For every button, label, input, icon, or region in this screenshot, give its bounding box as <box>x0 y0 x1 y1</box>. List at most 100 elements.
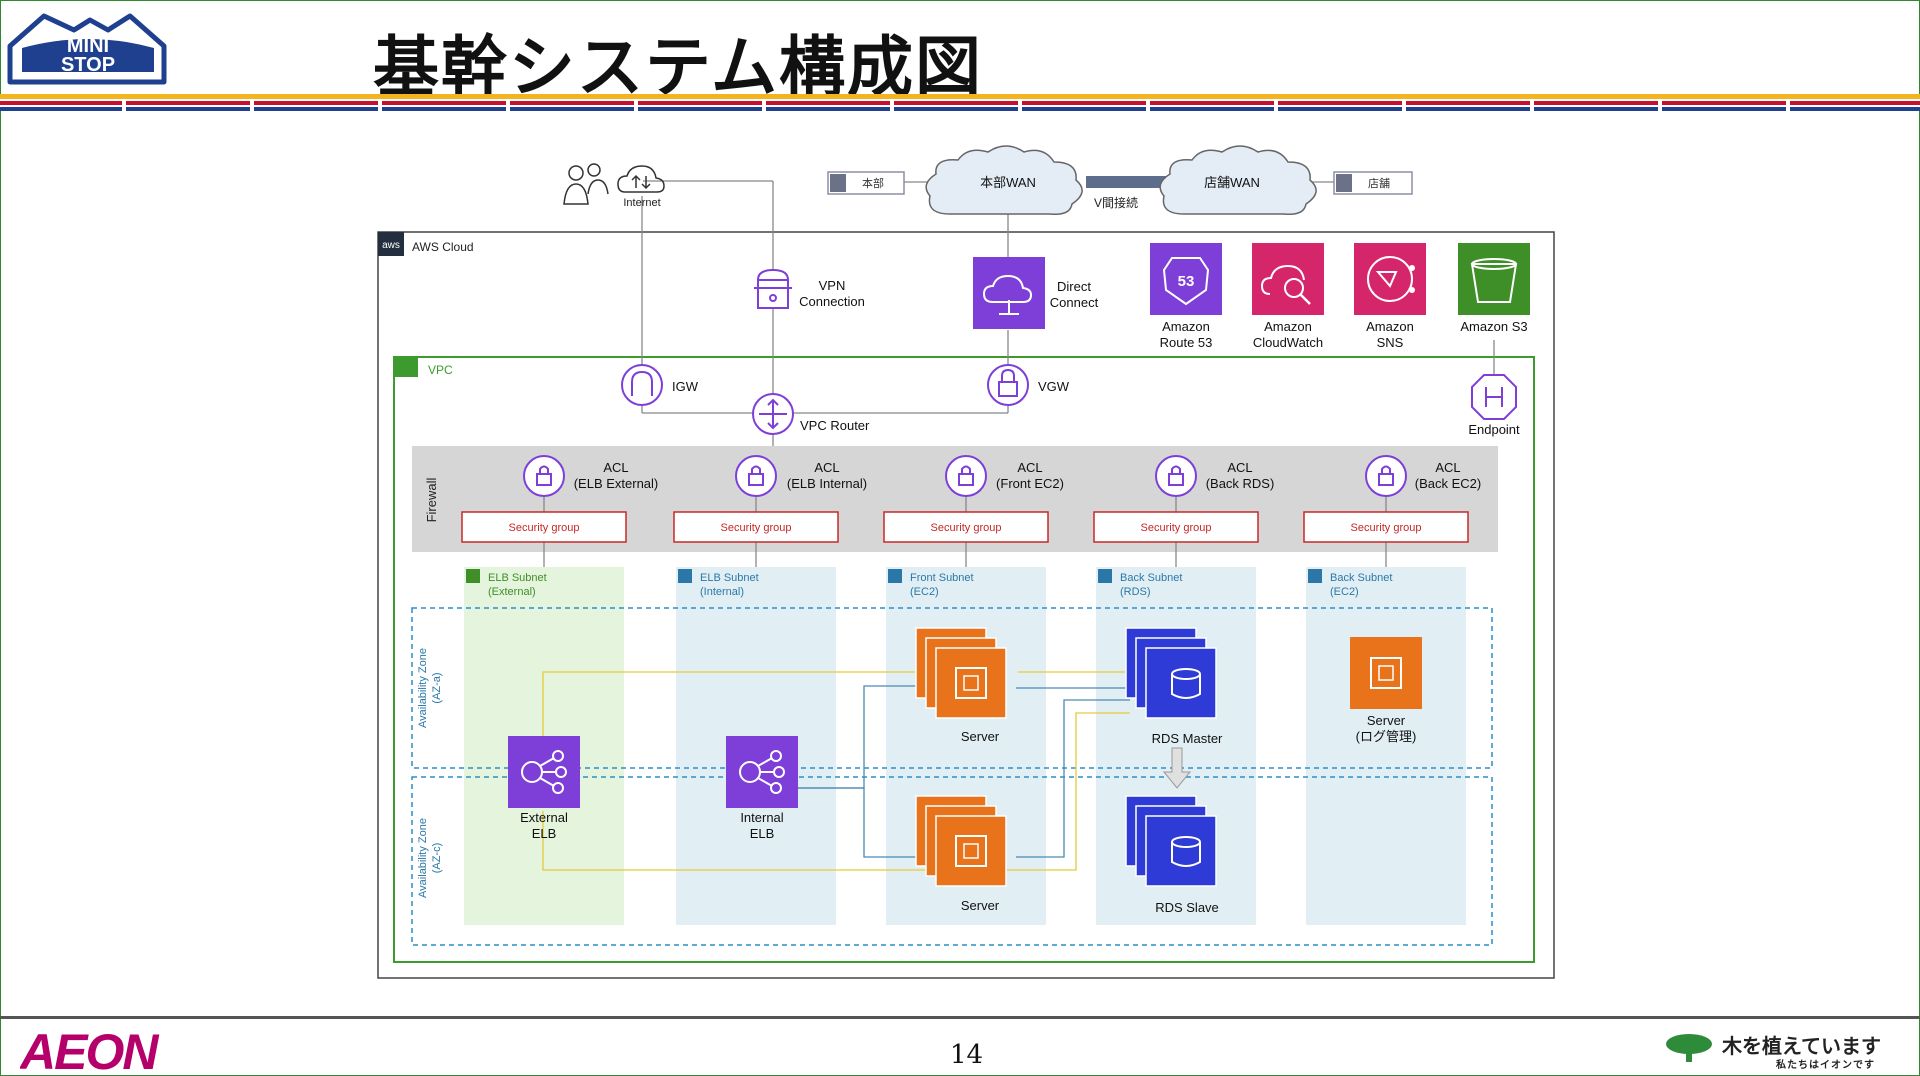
ministop-logo: MINI STOP <box>7 13 167 85</box>
security-groups: Security group Security group Security g… <box>461 511 1469 543</box>
vpn-label-1: VPN <box>819 278 846 293</box>
svg-text:53: 53 <box>1178 273 1195 290</box>
lock-icon <box>888 569 902 583</box>
log-server-icon <box>1350 637 1422 709</box>
aws-cloud-box <box>377 231 1555 979</box>
rds-master-icon <box>1125 627 1217 719</box>
aeon-logo-text: AEON <box>20 1025 159 1075</box>
subnet-label-4b: (RDS) <box>1120 586 1151 598</box>
service-label-3: Amazon <box>1366 319 1414 334</box>
aws-cloud-label: AWS Cloud <box>412 240 474 254</box>
acl-label-1b: (ELB External) <box>574 476 659 491</box>
az-a-label: Availability Zone <box>417 648 429 728</box>
availability-zone-a <box>411 607 1493 769</box>
acl-icon <box>735 455 777 497</box>
tenpo-label: 店舗 <box>1368 176 1390 190</box>
aws-badge <box>378 232 404 256</box>
igw-label: IGW <box>672 379 699 394</box>
honbu-label: 本部 <box>862 176 884 190</box>
v-link-label: V間接続 <box>1094 195 1138 210</box>
internet-icon <box>617 165 665 193</box>
footer-divider <box>0 1016 1920 1019</box>
az-c-label: Availability Zone <box>417 818 429 898</box>
rds-slave-icon <box>1125 795 1217 887</box>
security-group-label: Security group <box>1141 522 1212 534</box>
vpc-label: VPC <box>428 363 453 377</box>
lock-icon <box>1098 569 1112 583</box>
dc-label-2: Connect <box>1050 295 1099 310</box>
acl-icons <box>523 455 1407 497</box>
subnet-label-5b: (EC2) <box>1330 586 1359 598</box>
internet-label: Internet <box>623 197 660 209</box>
logo-text-top: MINI <box>67 35 109 57</box>
subnet-label-1: ELB Subnet <box>488 572 547 584</box>
vpc-cloud-icon <box>394 357 418 377</box>
acl-label-5b: (Back EC2) <box>1415 476 1481 491</box>
front-server-a-icon <box>915 627 1007 719</box>
subnet-label-3: Front Subnet <box>910 572 974 584</box>
acl-label-4: ACL <box>1227 460 1252 475</box>
footer-tagline: 木を植えています <box>1722 1034 1881 1058</box>
log-server-label-b: (ログ管理) <box>1356 729 1417 744</box>
subnet-label-2b: (Internal) <box>700 586 744 598</box>
s3-icon <box>1458 243 1530 315</box>
honbu-wan-label: 本部WAN <box>980 175 1036 190</box>
security-group-label: Security group <box>1351 522 1422 534</box>
log-server-label: Server <box>1367 713 1406 728</box>
vgw-label: VGW <box>1038 379 1070 394</box>
vpc-router-label: VPC Router <box>800 418 870 433</box>
tenpo-wan-cloud <box>1159 145 1317 216</box>
page-title: 基幹システム構成図 <box>373 29 984 106</box>
subnet-label-3b: (EC2) <box>910 586 939 598</box>
acl-icon <box>1155 455 1197 497</box>
service-label-3b: SNS <box>1377 335 1404 350</box>
vpn-label-2: Connection <box>799 294 865 309</box>
honbu-box <box>827 171 905 195</box>
footer-tagline-sub: 私たちはイオンです <box>1776 1060 1875 1071</box>
server-rack-icon <box>1336 174 1352 192</box>
header-stripes <box>0 94 1920 113</box>
subnet-label-5: Back Subnet <box>1330 572 1392 584</box>
vpn-connection-icon <box>754 268 792 309</box>
subnet-labels: ELB Subnet (External) ELB Subnet (Intern… <box>466 569 1392 598</box>
security-group-label: Security group <box>931 522 1002 534</box>
vpc-box <box>393 356 1535 963</box>
service-label-1: Amazon <box>1162 319 1210 334</box>
acl-icon <box>945 455 987 497</box>
cloudwatch-icon <box>1252 243 1324 315</box>
data-flow-lines <box>542 671 1130 871</box>
front-server-c-icon <box>915 795 1007 887</box>
acl-label-1: ACL <box>603 460 628 475</box>
az-a-sublabel: (AZ-a) <box>431 672 443 703</box>
front-server-c-label: Server <box>961 898 1000 913</box>
replication-arrow-icon <box>1162 747 1192 789</box>
subnet-label-1b: (External) <box>488 586 536 598</box>
users-icon <box>563 163 609 205</box>
aeon-logo: AEON <box>20 1025 161 1075</box>
dc-label-1: Direct <box>1057 279 1091 294</box>
acl-icon <box>523 455 565 497</box>
security-group-label: Security group <box>721 522 792 534</box>
acl-icon <box>1365 455 1407 497</box>
logo-text-bottom: STOP <box>61 54 115 76</box>
sns-icon <box>1354 243 1426 315</box>
lock-icon <box>678 569 692 583</box>
rds-master-label: RDS Master <box>1152 731 1223 746</box>
acl-label-2: ACL <box>814 460 839 475</box>
page-number: 14 <box>950 1040 984 1070</box>
tenpo-wan-label: 店舗WAN <box>1204 175 1260 190</box>
tree-icon <box>1666 1034 1712 1062</box>
acl-label-2b: (ELB Internal) <box>787 476 867 491</box>
tenpo-box <box>1333 171 1413 195</box>
subnet-label-2: ELB Subnet <box>700 572 759 584</box>
service-label-2b: CloudWatch <box>1253 335 1323 350</box>
lock-icon <box>466 569 480 583</box>
acl-label-3b: (Front EC2) <box>996 476 1064 491</box>
front-server-a-label: Server <box>961 729 1000 744</box>
aws-badge-text: aws <box>382 240 400 251</box>
acl-label-5: ACL <box>1435 460 1460 475</box>
security-group-label: Security group <box>509 522 580 534</box>
ext-elb-label: External <box>520 810 568 825</box>
v-link-bar <box>1086 176 1166 188</box>
availability-zone-c <box>411 776 1493 946</box>
